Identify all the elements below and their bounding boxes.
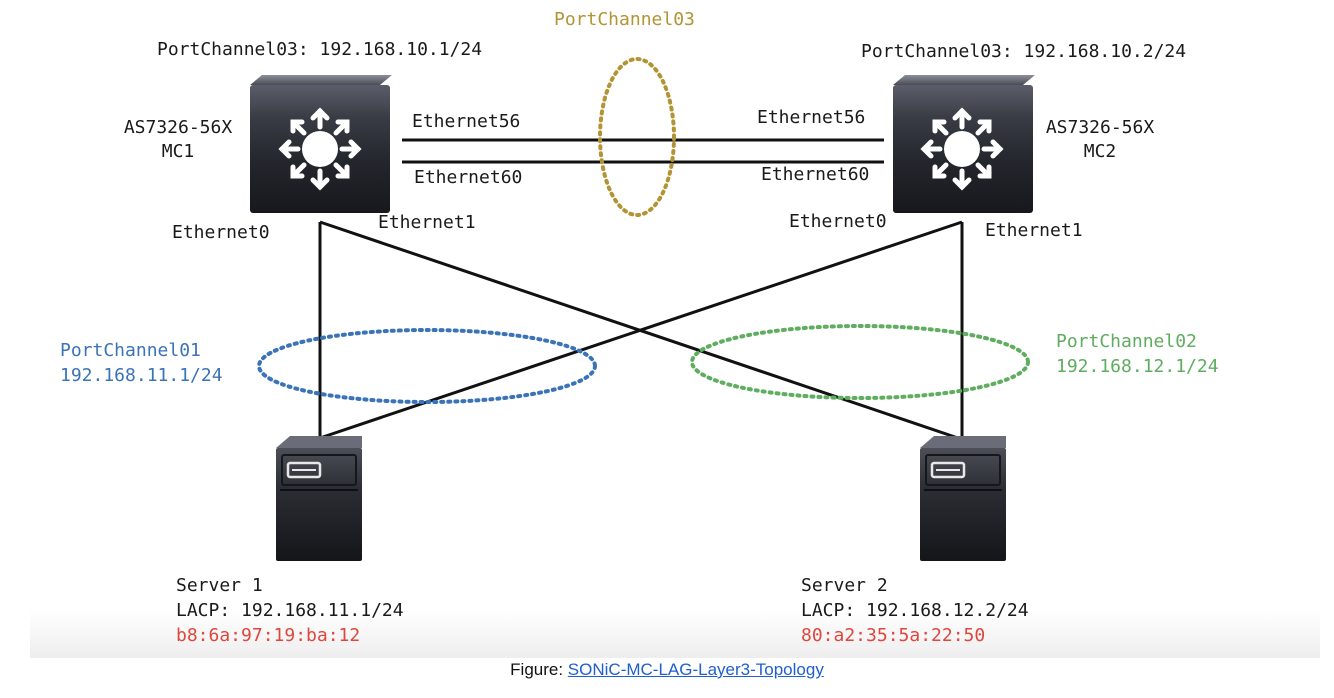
server2-name: Server 2 — [801, 575, 888, 596]
portchannel01-name: PortChannel01 — [60, 340, 201, 361]
mc1-ethernet56-label: Ethernet56 — [412, 111, 521, 132]
caption-prefix: Figure: — [510, 660, 568, 679]
switch-icon — [893, 75, 1035, 213]
portchannel02-name: PortChannel02 — [1056, 331, 1197, 352]
mc1-ip-label: PortChannel03: 192.168.10.1/24 — [157, 39, 483, 60]
server-icon — [920, 436, 1006, 561]
server2-lacp: LACP: 192.168.12.2/24 — [801, 600, 1029, 621]
mc2-model-label: AS7326-56X — [1045, 117, 1155, 138]
mc2-ethernet60-label: Ethernet60 — [761, 164, 870, 185]
server2-mac: 80:a2:35:5a:22:50 — [801, 625, 986, 646]
portchannel01-ellipse — [257, 328, 597, 404]
figure-caption: Figure: SONiC-MC-LAG-Layer3-Topology — [0, 660, 1334, 680]
server1-mac: b8:6a:97:19:ba:12 — [176, 625, 361, 646]
mc2-ethernet1-label: Ethernet1 — [985, 220, 1083, 241]
server1-lacp: LACP: 192.168.11.1/24 — [176, 600, 404, 621]
portchannel03-label: PortChannel03 — [554, 9, 695, 30]
mc2-ip-label: PortChannel03: 192.168.10.2/24 — [861, 41, 1187, 62]
mc1-ethernet0-label: Ethernet0 — [172, 222, 270, 243]
server1-name: Server 1 — [176, 575, 263, 596]
mc1-ethernet60-label: Ethernet60 — [414, 167, 523, 188]
caption-link[interactable]: SONiC-MC-LAG-Layer3-Topology — [567, 660, 824, 679]
portchannel02-ellipse — [690, 324, 1030, 400]
mc2-ethernet0-label: Ethernet0 — [789, 211, 887, 232]
portchannel03-ellipse — [598, 57, 676, 217]
server-icon — [276, 436, 362, 561]
portchannel01-ip: 192.168.11.1/24 — [60, 365, 223, 386]
mc1-model-label: AS7326-56X — [123, 117, 233, 138]
portchannel02-ip: 192.168.12.1/24 — [1056, 356, 1219, 377]
footer-fade — [30, 610, 1320, 658]
mc2-ethernet56-label: Ethernet56 — [757, 107, 866, 128]
mc2-name-label: MC2 — [1083, 141, 1117, 162]
mc1-name-label: MC1 — [161, 141, 195, 162]
mc1-ethernet1-label: Ethernet1 — [378, 212, 476, 233]
switch-icon — [250, 75, 392, 213]
